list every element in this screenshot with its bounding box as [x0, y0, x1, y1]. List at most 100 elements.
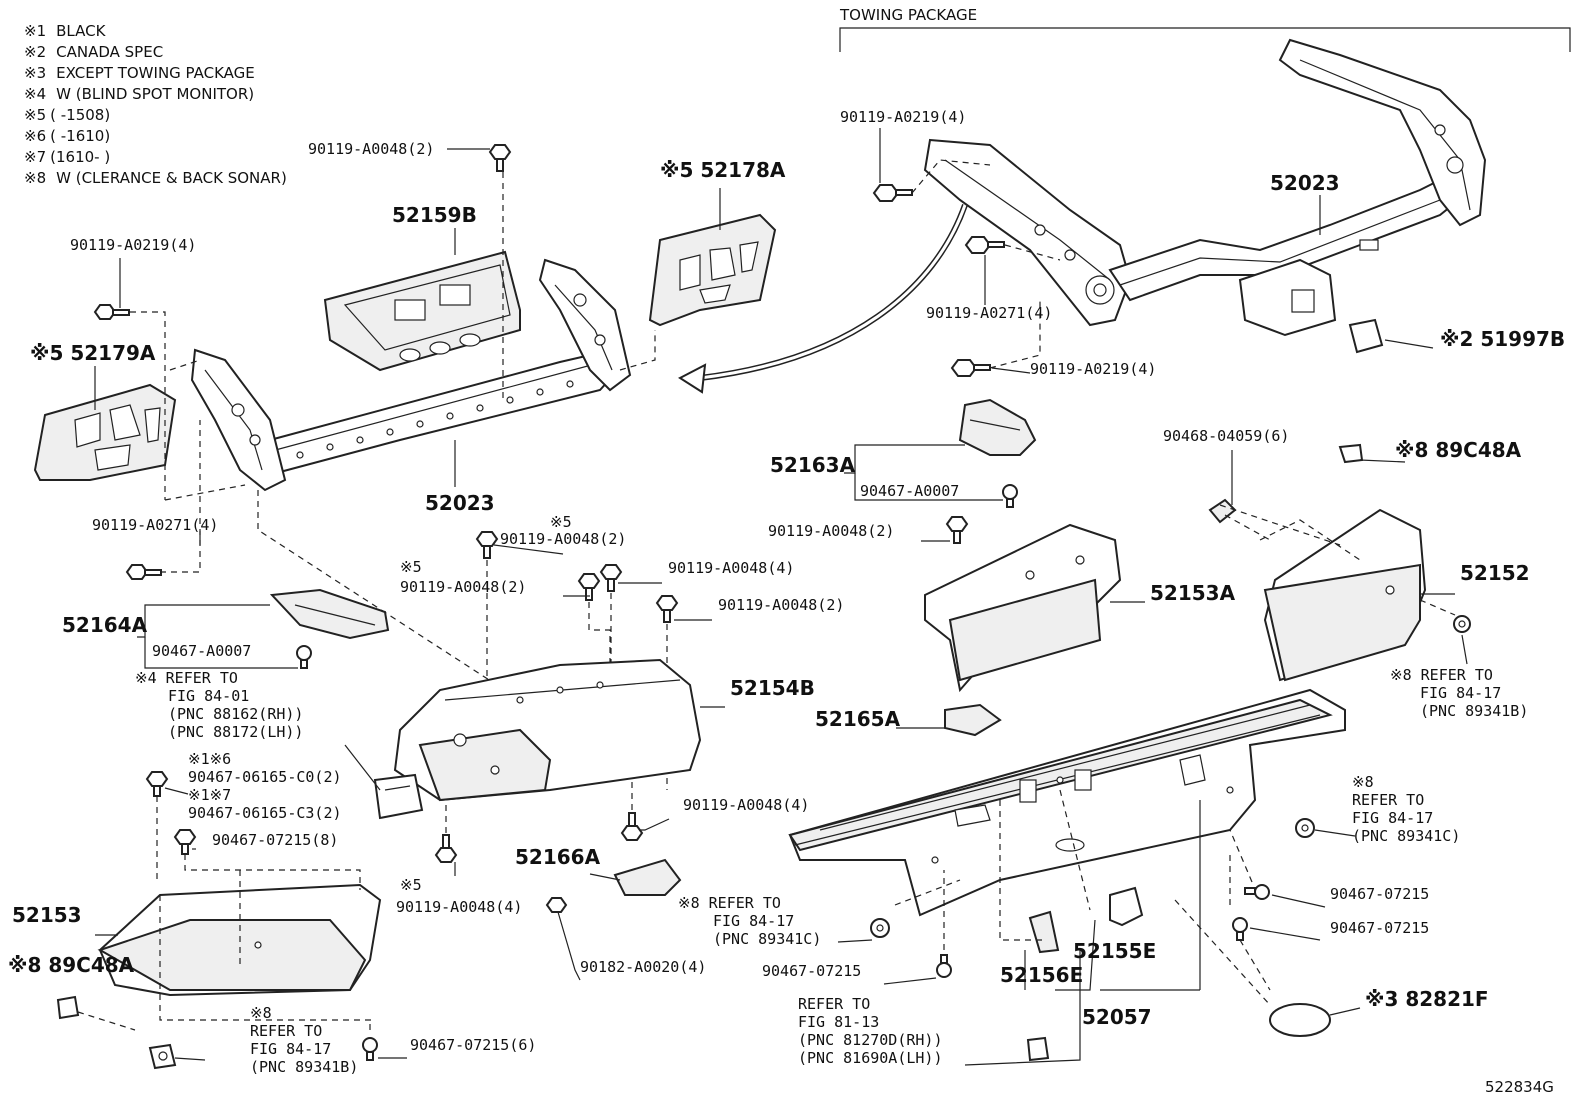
- part-label: 90119-A0048(2): [308, 140, 434, 158]
- bolt-icon: [950, 359, 991, 377]
- part-label: 52155E: [1073, 939, 1156, 963]
- legend-text: BLACK: [56, 22, 106, 40]
- svg-text:※4W (BLIND SPOT MONITOR): ※4W (BLIND SPOT MONITOR): [24, 85, 254, 103]
- bolts-center: [434, 531, 679, 863]
- part-label: FIG 84-17: [1420, 684, 1501, 702]
- part-label: 90119-A0048(4): [396, 898, 522, 916]
- labels: 90119-A0048(2) ※5 52178A 52159B 90119-A0…: [8, 108, 1565, 1096]
- reinforcement-52153a: [924, 523, 1122, 693]
- part-label: REFER TO: [250, 1022, 322, 1040]
- svg-text:※8W (CLERANCE & BACK SONAR): ※8 W (CLERANCE & BACK SONAR): [24, 169, 287, 187]
- part-label: 52023: [1270, 171, 1340, 195]
- clip-icon: [296, 645, 312, 669]
- clip-icon: [1002, 484, 1018, 508]
- bracket-52166a: [613, 858, 682, 896]
- section-title: TOWING PACKAGE: [839, 6, 977, 24]
- bolt-icon: [173, 829, 197, 855]
- part-label: (PNC 88172(LH)): [168, 723, 303, 741]
- part-label: ※8: [1352, 773, 1374, 791]
- svg-text:※5( -1508): ※5( -1508): [24, 106, 110, 124]
- part-label: 90119-A0219(4): [70, 236, 196, 254]
- rear-crossmember-52023: [190, 258, 632, 492]
- bracket-52178a: [648, 213, 777, 327]
- bolt-icon: [434, 834, 458, 863]
- sensor-icon: [870, 918, 890, 938]
- legend-mark: ※1: [24, 22, 46, 40]
- bolt-icon: [964, 236, 1005, 254]
- part-label: ※5 52179A: [30, 341, 156, 365]
- part-label: ※5 52178A: [660, 158, 786, 182]
- part-label: 90467-A0007: [152, 642, 251, 660]
- bolt-icon: [620, 812, 644, 841]
- part-label: ※5: [400, 876, 422, 894]
- part-label: 52156E: [1000, 963, 1083, 987]
- part-label: FIG 84-17: [713, 912, 794, 930]
- part-label: ※8 89C48A: [8, 953, 135, 977]
- part-label: ※1※7: [188, 786, 231, 804]
- part-label: 52023: [425, 491, 495, 515]
- part-label: (PNC 81690A(LH)): [798, 1049, 943, 1067]
- legend-text: W (CLERANCE & BACK SONAR): [56, 169, 287, 187]
- part-label: 52153A: [1150, 581, 1236, 605]
- leader-lines: [94, 128, 1468, 1066]
- clip-icon: [1232, 917, 1248, 941]
- part-label: 90467-07215(8): [212, 831, 338, 849]
- bolt-icon: [475, 531, 499, 559]
- diagram-id: 522834G: [1485, 1078, 1554, 1096]
- part-label: FIG 81-13: [798, 1013, 879, 1031]
- part-label: (PNC 89341B): [1420, 702, 1528, 720]
- part-label: 52154B: [730, 676, 815, 700]
- bolt-icon: [488, 144, 512, 172]
- bolts-top: [93, 144, 512, 580]
- part-label: 90119-A0219(4): [1030, 360, 1156, 378]
- part-label: 90467-06165-C0(2): [188, 768, 342, 786]
- part-label: 90119-A0271(4): [926, 304, 1052, 322]
- part-label: 52152: [1460, 561, 1530, 585]
- crossmember-holes: [296, 380, 574, 459]
- bolt-icon: [945, 516, 969, 544]
- part-label: ※8 89C48A: [1395, 438, 1522, 462]
- part-label: (PNC 88162(RH)): [168, 705, 303, 723]
- part-label: 52153: [12, 903, 82, 927]
- bracket-52179a: [33, 383, 177, 481]
- part-label: 52057: [1082, 1005, 1152, 1029]
- part-label: 90119-A0048(4): [668, 559, 794, 577]
- part-label: ※8: [250, 1004, 272, 1022]
- part-label: 52166A: [515, 845, 601, 869]
- part-label: 90467-A0007: [860, 482, 959, 500]
- part-label: 90467-07215: [762, 962, 861, 980]
- bsm-module: [373, 773, 424, 820]
- part-label: (PNC 89341B): [250, 1058, 358, 1076]
- bracket-52156e: [1028, 910, 1060, 954]
- bolt-icon: [125, 564, 162, 580]
- part-label: 52165A: [815, 707, 901, 731]
- part-label: 90182-A0020(4): [580, 958, 706, 976]
- bracket-52165a: [944, 703, 1002, 737]
- nut-icon: [545, 897, 568, 913]
- part-label: 90119-A0271(4): [92, 516, 218, 534]
- sensor-icon: [1453, 615, 1471, 633]
- svg-text:※7(1610- ): ※7(1610- ): [24, 148, 110, 166]
- clip-icon: [1026, 1036, 1050, 1062]
- legend-mark: ※8: [24, 169, 46, 187]
- stay-52154b: [393, 658, 702, 802]
- part-label: 90467-07215(6): [410, 1036, 536, 1054]
- part-label: 90468-04059(6): [1163, 427, 1289, 445]
- legend-text: ( -1610): [50, 127, 110, 145]
- legend-mark: ※7: [24, 148, 46, 166]
- part-label: ※2 51997B: [1440, 327, 1565, 351]
- part-label: 90467-07215: [1330, 919, 1429, 937]
- step-pad-52163a: [958, 398, 1037, 456]
- part-label: ※4 REFER TO: [135, 669, 238, 687]
- clip-icon: [1244, 884, 1270, 900]
- step-pad-52164a: [269, 588, 390, 640]
- arrow-towing: [678, 203, 968, 394]
- clip-icon: [936, 954, 952, 978]
- legend-text: CANADA SPEC: [56, 43, 163, 61]
- part-label: 52164A: [62, 613, 148, 637]
- bracket-52155e: [1109, 886, 1144, 927]
